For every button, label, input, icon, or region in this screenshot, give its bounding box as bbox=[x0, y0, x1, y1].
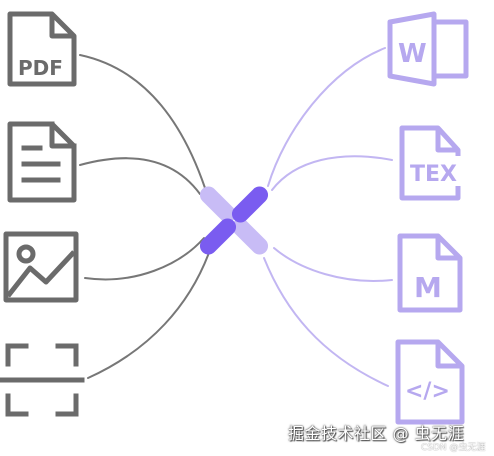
connector-code bbox=[263, 257, 389, 387]
watermark: 掘金技术社区 @ 虫无涯 bbox=[288, 424, 465, 443]
markdown-file-icon: M bbox=[397, 233, 463, 313]
connector-image bbox=[84, 237, 205, 281]
word-icon: W bbox=[387, 11, 469, 87]
text-document-icon bbox=[7, 121, 77, 203]
connector-scan bbox=[87, 249, 211, 379]
connector-tex bbox=[271, 155, 393, 191]
watermark-sub: CSDN @虫无涯 bbox=[421, 443, 486, 453]
center-logo bbox=[199, 186, 269, 255]
tex-file-icon: TEX bbox=[399, 125, 472, 201]
word-label: W bbox=[398, 39, 427, 69]
scan-icon bbox=[0, 343, 85, 417]
image-icon bbox=[3, 231, 79, 303]
connector-document bbox=[79, 157, 201, 195]
markdown-label: M bbox=[414, 271, 442, 304]
code-file-icon: </> bbox=[395, 339, 465, 425]
connector-markdown bbox=[273, 247, 393, 282]
connector-pdf bbox=[79, 54, 206, 189]
connector-word bbox=[267, 47, 386, 187]
pdf-label: PDF bbox=[18, 56, 63, 80]
pdf-file-icon: PDF bbox=[7, 11, 77, 87]
tex-label: TEX bbox=[410, 162, 457, 187]
connector-lines bbox=[79, 47, 393, 387]
code-label: </> bbox=[405, 379, 450, 404]
